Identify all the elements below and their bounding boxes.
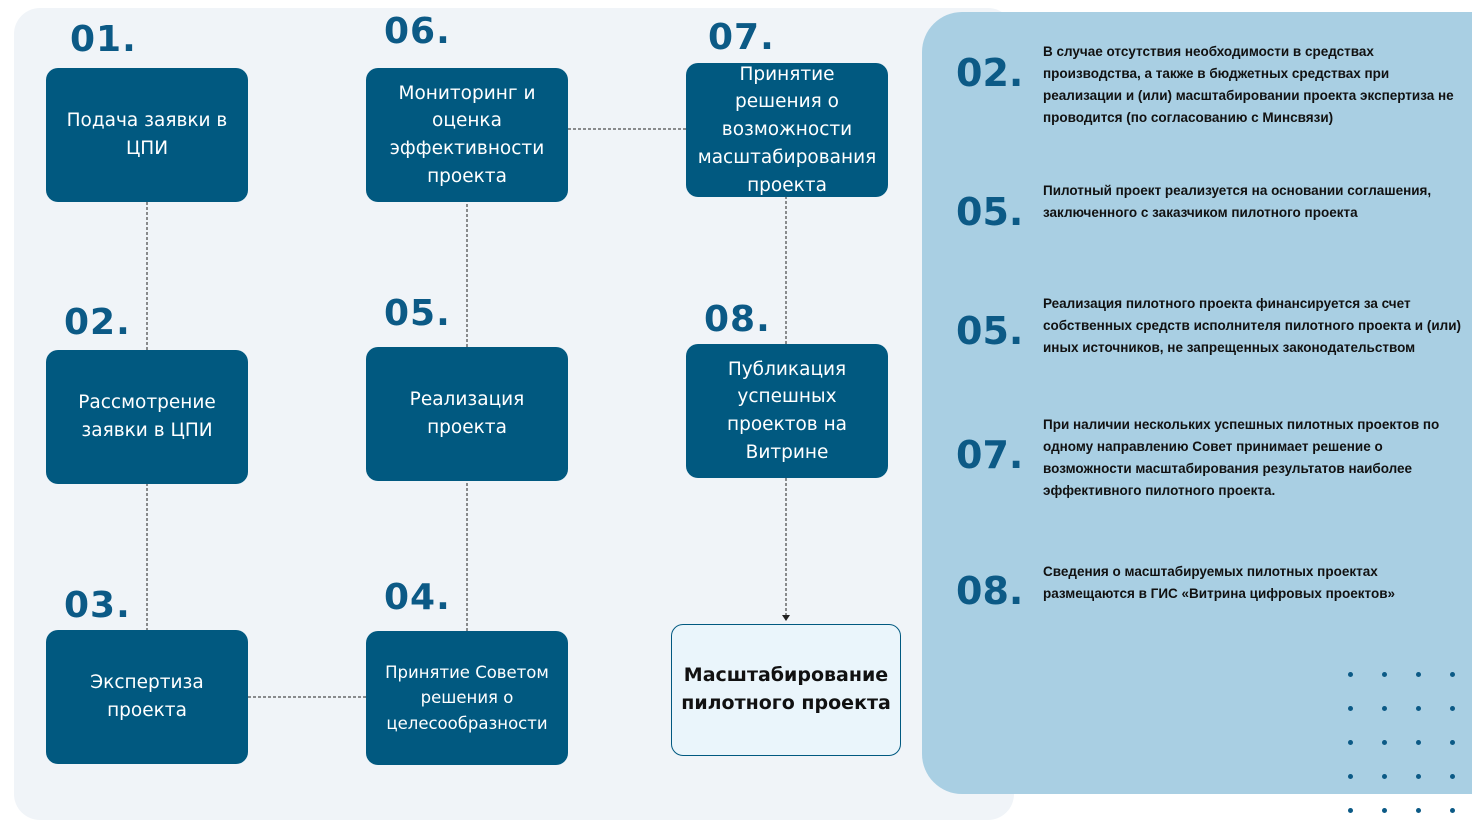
dot	[1416, 774, 1421, 779]
step-label-05: Реализация проекта	[409, 389, 525, 438]
dot	[1382, 706, 1387, 711]
note-number-4: 07.	[956, 433, 1024, 477]
step-label-01: Подача заявки в ЦПИ	[66, 110, 228, 159]
note-text-5: Сведения о масштабируемых пилотных проек…	[1043, 564, 1396, 601]
decorative-dot-grid	[1348, 672, 1472, 822]
step-box-07: Принятие решения о возможности масштабир…	[686, 63, 888, 197]
note-number-2: 05.	[956, 190, 1024, 234]
step-number-05: 05.	[384, 293, 451, 334]
dot	[1416, 672, 1421, 677]
step-box-04: Принятие Советом решения о целесообразно…	[366, 631, 568, 765]
step-number-07: 07.	[708, 17, 775, 58]
note-text-1: В случае отсутствия необходимости в сред…	[1043, 44, 1454, 125]
dot	[1416, 808, 1421, 813]
dot	[1348, 774, 1353, 779]
dot	[1382, 774, 1387, 779]
step-number-04: 04.	[384, 577, 451, 618]
note-number-5: 08.	[956, 569, 1024, 613]
notes-panel	[922, 12, 1472, 794]
dot	[1382, 740, 1387, 745]
dot	[1348, 672, 1353, 677]
step-box-08: Публикация успешных проектов на Витрине	[686, 344, 888, 478]
step-box-03: Экспертиза проекта	[46, 630, 248, 764]
step-number-08: 08.	[704, 299, 771, 340]
dot	[1382, 672, 1387, 677]
step-box-05: Реализация проекта	[366, 347, 568, 481]
note-number-3: 05.	[956, 309, 1024, 353]
step-label-02: Рассмотрение заявки в ЦПИ	[78, 392, 216, 441]
dot	[1382, 808, 1387, 813]
step-label-04: Принятие Советом решения о целесообразно…	[385, 662, 549, 733]
step-label-07: Принятие решения о возможности масштабир…	[697, 63, 877, 196]
step-label-06: Мониторинг и оценка эффективности проект…	[389, 82, 545, 187]
final-label: Масштабирование пилотного проекта	[681, 664, 891, 714]
step-box-02: Рассмотрение заявки в ЦПИ	[46, 350, 248, 484]
note-text-4: При наличии нескольких успешных пилотных…	[1043, 417, 1440, 498]
step-number-02: 02.	[64, 302, 131, 343]
dot	[1450, 774, 1455, 779]
step-number-06: 06.	[384, 11, 451, 52]
note-text-3: Реализация пилотного проекта финансирует…	[1043, 296, 1462, 355]
dot	[1416, 706, 1421, 711]
step-number-03: 03.	[64, 585, 131, 626]
dot	[1450, 740, 1455, 745]
step-box-06: Мониторинг и оценка эффективности проект…	[366, 68, 568, 202]
step-number-01: 01.	[70, 19, 137, 60]
note-number-1: 02.	[956, 51, 1024, 95]
dot	[1416, 740, 1421, 745]
dot	[1450, 672, 1455, 677]
step-box-01: Подача заявки в ЦПИ	[46, 68, 248, 202]
dot	[1450, 808, 1455, 813]
note-text-2: Пилотный проект реализуется на основании…	[1043, 183, 1432, 220]
step-label-03: Экспертиза проекта	[90, 672, 204, 721]
dot	[1348, 808, 1353, 813]
step-label-08: Публикация успешных проектов на Витрине	[726, 358, 848, 463]
final-box: Масштабирование пилотного проекта	[671, 624, 901, 756]
dot	[1450, 706, 1455, 711]
dot	[1348, 740, 1353, 745]
dot	[1348, 706, 1353, 711]
